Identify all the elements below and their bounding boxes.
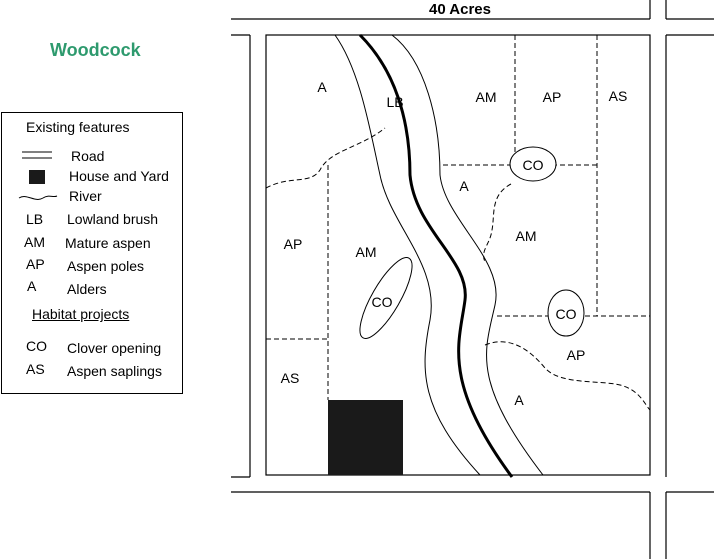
legend-code: AP <box>26 256 45 272</box>
legend-symbols <box>18 151 58 200</box>
map-label-aspen-saplings: AS <box>280 370 300 386</box>
legend-code: AM <box>24 234 45 250</box>
map-label-mature-aspen: AM <box>475 89 497 105</box>
boundary-a-ap <box>265 127 386 189</box>
legend-item-name: Alders <box>67 281 107 297</box>
map-label-clover-opening: CO <box>371 294 393 310</box>
map-label-alders: A <box>317 79 327 95</box>
map-label-aspen-poles: AP <box>566 347 586 363</box>
property-boundary <box>265 34 651 476</box>
map-label-aspen-poles: AP <box>283 236 303 252</box>
clover-opening-2 <box>359 257 413 339</box>
legend-code: A <box>27 278 37 294</box>
river-channel <box>358 33 514 478</box>
legend-river-label: River <box>69 188 102 204</box>
map-label-aspen-saplings: AS <box>608 88 628 104</box>
legend-river-symbol <box>18 195 58 200</box>
clover-opening-1 <box>509 146 557 182</box>
legend-code: LB <box>26 211 44 227</box>
map-label-alders: A <box>514 392 524 408</box>
legend-item-name: Lowland brush <box>67 211 159 227</box>
map-label-aspen-poles: AP <box>542 89 562 105</box>
legend-item-name: Clover opening <box>67 340 162 356</box>
clover-openings <box>359 146 585 339</box>
legend-item-name: Mature aspen <box>65 235 151 251</box>
river-bank-left <box>334 34 481 476</box>
legend-house-symbol <box>29 170 45 184</box>
legend-code: AS <box>26 361 45 377</box>
acres-label: 40 Acres <box>429 1 491 18</box>
map-label-clover-opening: CO <box>522 157 544 173</box>
river-bank-right <box>391 34 544 476</box>
legend-road-label: Road <box>71 148 105 164</box>
map-label-clover-opening: CO <box>555 306 577 322</box>
legend-house-label: House and Yard <box>69 168 169 184</box>
legend-item-name: Aspen poles <box>67 258 145 274</box>
boundary-ap-a-lower <box>484 341 651 411</box>
legend-item-name: Aspen saplings <box>67 363 162 379</box>
legend-code: CO <box>26 338 47 354</box>
map-title: Woodcock <box>50 40 141 60</box>
boundary-a-am-wavy <box>483 183 512 263</box>
map-label-alders: A <box>459 178 469 194</box>
river <box>334 33 544 478</box>
legend-projects-heading: Habitat projects <box>32 306 130 322</box>
legend-heading: Existing features <box>26 119 130 135</box>
clover-opening-3 <box>547 289 585 337</box>
habitat-boundaries <box>265 35 651 411</box>
map-label-lowland-brush: LB <box>386 94 404 110</box>
map-label-mature-aspen: AM <box>515 228 537 244</box>
house-and-yard <box>328 400 403 475</box>
map-label-mature-aspen: AM <box>355 244 377 260</box>
legend: Existing features Road House and Yard Ri… <box>1 112 183 394</box>
roads <box>231 0 714 559</box>
